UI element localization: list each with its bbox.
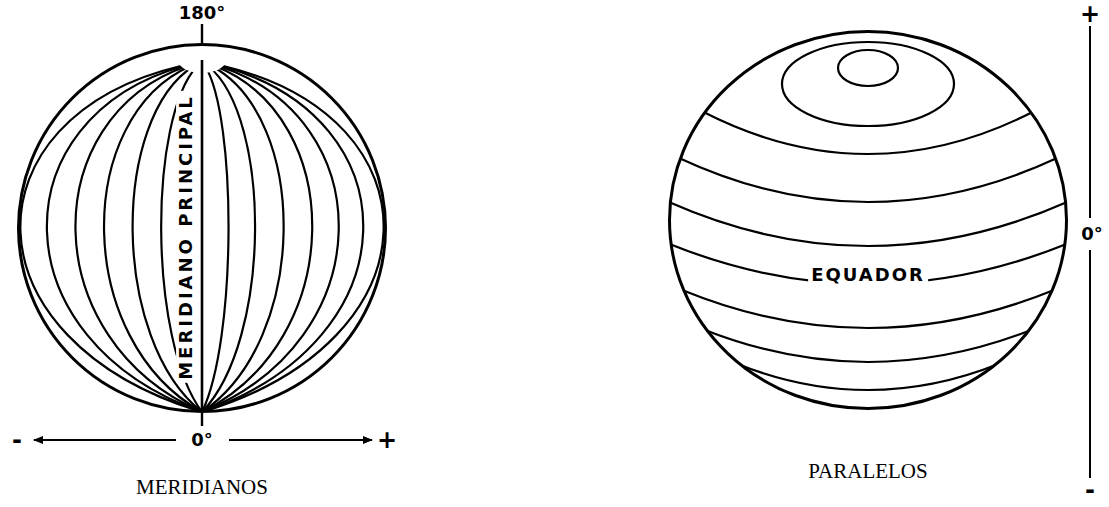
longitude-value: 180° (177, 3, 228, 23)
longitude-value: 0° (189, 430, 215, 450)
parallel-line (679, 158, 1057, 202)
globe-outline (17, 43, 387, 413)
parallel-line (782, 42, 954, 126)
latitude-value: 0° (1079, 224, 1105, 244)
meridian-globe: MERIDIANO PRINCIPAL (17, 43, 387, 413)
figure-caption: MERIDIANOS (136, 476, 268, 499)
sign-symbol: - (1085, 477, 1095, 503)
meridian-line (161, 66, 202, 412)
parallel-globe: EQUADOR (668, 30, 1068, 410)
meridian-line (202, 66, 339, 412)
sign-symbol: + (1080, 1, 1100, 27)
parallel-line (670, 244, 1067, 284)
meridian-line (202, 66, 384, 412)
meridian-line (202, 66, 229, 412)
meridian-line (47, 66, 202, 412)
meridian-line (202, 66, 255, 412)
sign-symbol: - (12, 427, 22, 453)
meridian-line (104, 66, 202, 412)
parallel-line (703, 112, 1032, 154)
parallel-line (682, 290, 1054, 328)
globe-outline (668, 30, 1068, 410)
parallel-line (669, 202, 1067, 246)
meridian-line (133, 66, 202, 412)
meridian-line (75, 66, 202, 412)
parallel-line (705, 330, 1031, 362)
parallel-line (838, 50, 898, 86)
prime-meridian-label: MERIDIANO PRINCIPAL (176, 91, 196, 383)
meridian-line (20, 66, 202, 412)
meridian-line (202, 66, 284, 412)
meridian-line (202, 66, 363, 412)
sign-symbol: + (377, 427, 397, 453)
figure-caption: PARALELOS (808, 460, 927, 483)
equator-label: EQUADOR (808, 265, 928, 285)
